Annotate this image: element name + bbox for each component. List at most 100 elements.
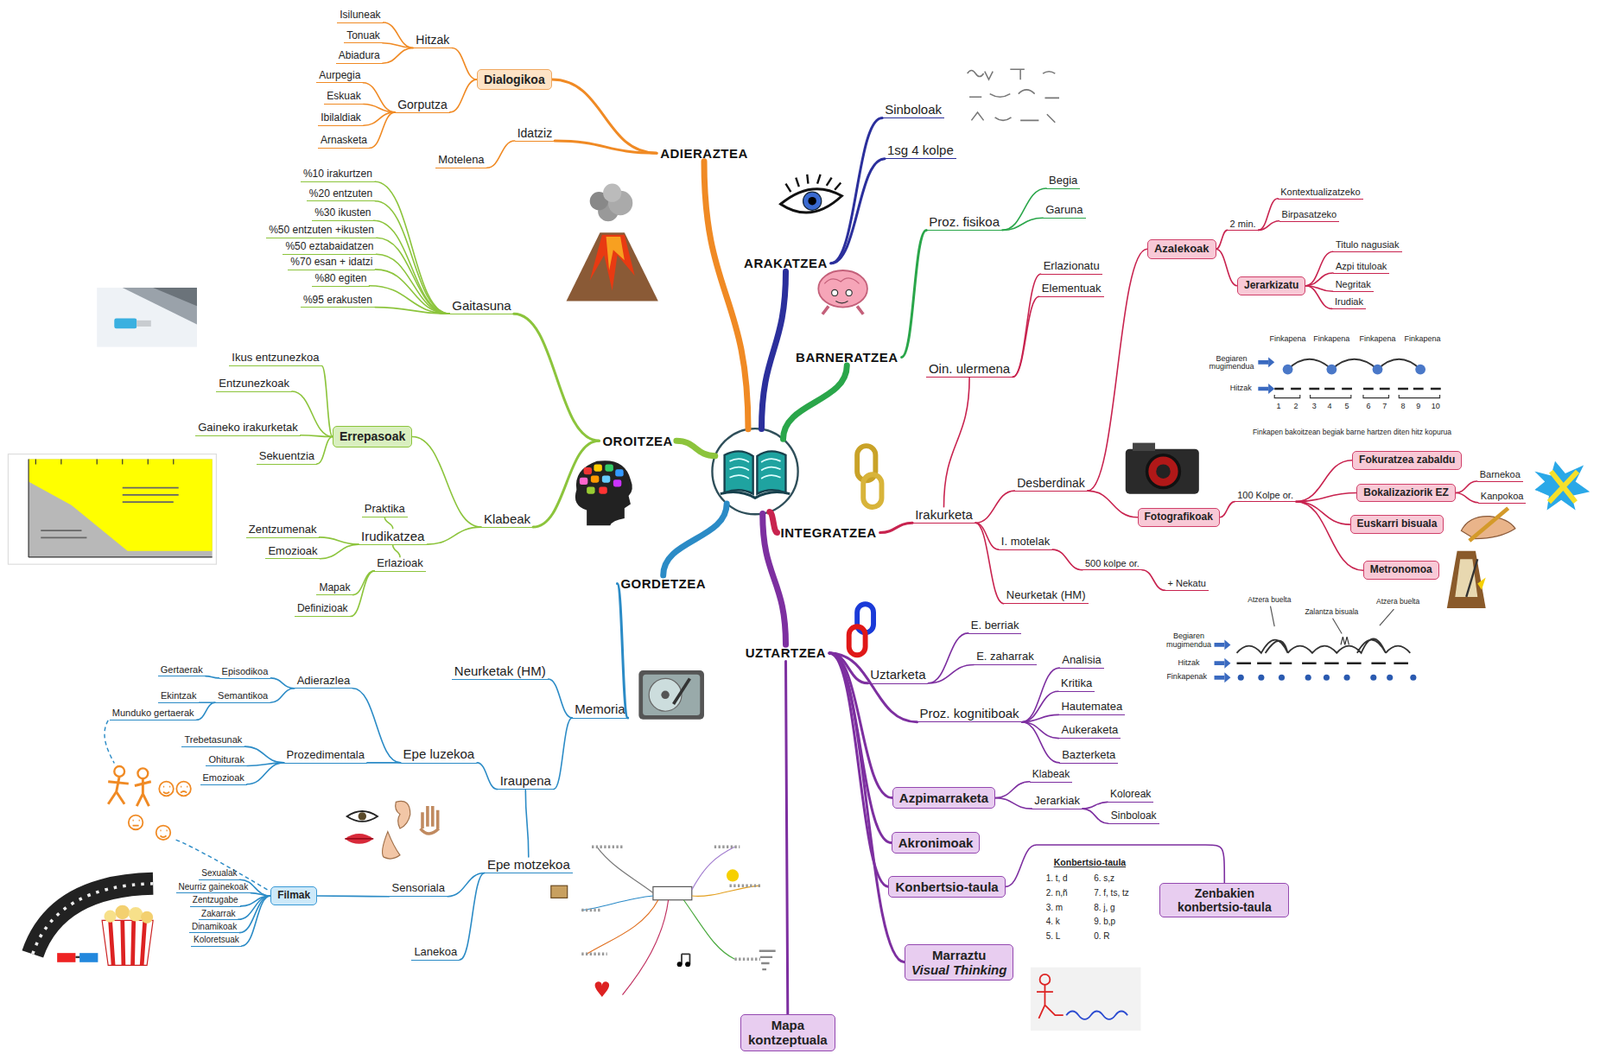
annotation-label: Hitzak	[1177, 659, 1200, 668]
branch-label: Entzunezkoak	[215, 377, 293, 393]
head-picture-part	[604, 463, 613, 471]
branch-label: Negritak	[1333, 279, 1374, 293]
annotation-label: 5. L	[1046, 931, 1061, 941]
node-text: Lanekoa	[413, 946, 458, 959]
node-text: UZTARTZEA	[745, 645, 826, 661]
annotation-label: 9	[1415, 402, 1421, 412]
node-text: Idatziz	[517, 126, 553, 140]
branch-line	[383, 22, 414, 49]
mini-mind-map-picture	[576, 831, 781, 1016]
review-chart-picture-part	[35, 459, 173, 465]
branch-label: Sekuentzia	[256, 450, 318, 465]
eye-picture-part	[803, 191, 822, 210]
book-icon-part	[724, 450, 754, 494]
node-text: Sensoriala	[392, 882, 445, 896]
node-text: Gertaerak	[160, 664, 204, 676]
branch-label: Episodikoa	[219, 666, 272, 680]
illustrations-part	[7, 63, 1590, 1031]
branch-line	[975, 522, 999, 550]
volcano-picture-part	[606, 236, 625, 271]
regression-diagram-part	[1340, 636, 1349, 645]
node-text: Titulo nagusiak	[1335, 239, 1400, 251]
branch-line	[552, 79, 657, 153]
node-text: Visual Thinking	[911, 962, 1007, 978]
annotation-label: 1	[1276, 402, 1281, 412]
topic-box: Azpimarraketa	[892, 787, 996, 809]
branch-line	[376, 253, 451, 314]
branch-line	[369, 112, 395, 148]
senses-picture-part	[382, 831, 400, 859]
senses-picture-part	[344, 833, 374, 845]
node-text: Barnekoa	[1479, 469, 1521, 481]
branch-line	[459, 873, 485, 960]
review-chart-picture-part	[28, 459, 213, 558]
node-text: Uztarketa	[869, 666, 926, 682]
node-text: Tonuak	[346, 30, 381, 43]
branch-line	[426, 526, 482, 545]
branch-line	[1022, 714, 1060, 722]
mini-mind-map-picture-part	[726, 869, 739, 882]
mini-mind-map-picture-part	[586, 900, 659, 955]
fixation-diagram-part	[1257, 361, 1269, 389]
branch-label: + Nekatu	[1164, 577, 1208, 591]
branch-label: Garuna	[1042, 203, 1086, 219]
regression-diagram-part	[1269, 606, 1394, 635]
node-text: Azpimarraketa	[899, 790, 989, 806]
node-text: Bokalizaziorik EZ	[1363, 487, 1449, 500]
node-text: Praktika	[364, 502, 406, 516]
fixation-diagram	[1257, 356, 1441, 398]
branch-line	[533, 440, 599, 527]
visual-thinking-picture-part	[1036, 984, 1064, 1019]
mini-mind-map-picture-part	[595, 981, 610, 997]
film-popcorn-picture-part	[114, 905, 130, 921]
hard-drive-picture-part	[642, 674, 700, 716]
brain-picture-part	[818, 270, 868, 308]
branch-line	[292, 391, 333, 438]
annotation-label: 3	[1312, 402, 1317, 412]
topic-box: Errepasoak	[332, 425, 413, 447]
main-branch-label: BARNERATZEA	[792, 349, 902, 366]
branch-label: Iraupena	[497, 773, 554, 790]
fixation-diagram-part	[1268, 383, 1275, 394]
node-text: Zakarrak	[201, 908, 235, 920]
node-text: Kanpokoa	[1480, 490, 1524, 502]
film-popcorn-picture-part	[110, 920, 146, 966]
emotion-figures-part	[137, 768, 148, 779]
emotion-figures-part	[128, 815, 144, 831]
branch-line	[374, 201, 450, 315]
branch-line	[487, 140, 515, 168]
brain-picture-part	[835, 300, 848, 303]
branch-label: Abiadura	[336, 50, 383, 64]
visual-thinking-picture	[1030, 967, 1142, 1031]
annotation-label: 6. s,z	[1093, 873, 1115, 883]
metronome-picture-part	[1466, 558, 1478, 597]
node-text: Definizioak	[297, 603, 349, 616]
branch-label: Memoria	[571, 701, 628, 718]
annotation-label: Finkapena	[1358, 335, 1396, 344]
regression-diagram-part	[1323, 674, 1330, 681]
branch-label: Neurketak (HM)	[451, 663, 549, 680]
branch-label: Sensoriala	[389, 882, 448, 897]
branch-line	[241, 895, 271, 947]
regression-diagram-part	[1370, 674, 1377, 681]
branch-line	[880, 522, 914, 533]
linked-chain-picture	[849, 603, 874, 655]
branch-line	[616, 584, 628, 718]
regression-diagram-part	[1224, 640, 1231, 651]
branch-label: Oin. ulermena	[926, 361, 1013, 378]
annotation-label: 2. n,ñ	[1046, 888, 1068, 898]
mini-mind-map-picture-part	[692, 846, 736, 890]
chain-picture-part	[863, 474, 882, 508]
node-text: 500 kolpe or.	[1085, 558, 1140, 570]
eye-picture-part	[785, 174, 841, 192]
branch-line	[829, 653, 889, 888]
book-icon-part	[720, 492, 790, 499]
annotation-label: 8	[1401, 402, 1406, 412]
regression-diagram-part	[1224, 672, 1231, 683]
branch-line	[317, 437, 333, 464]
annotation-label: Finkapena	[1269, 335, 1307, 344]
review-chart-picture-part	[28, 556, 213, 558]
branch-line	[374, 181, 450, 314]
head-picture-part	[613, 479, 622, 487]
annotation-label: 9. b,p	[1093, 916, 1116, 927]
